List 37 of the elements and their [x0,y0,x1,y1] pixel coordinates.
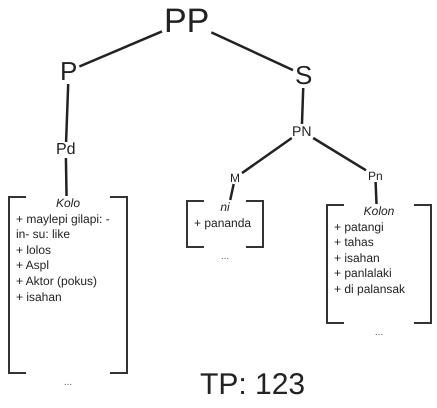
tree-node-label: PN [290,124,314,138]
tree-branch-line [64,84,70,142]
tree-branch-line [210,31,294,72]
list-item: + patangi [334,220,384,236]
tree-node-label: Pd [54,142,78,158]
bracket-box [186,200,264,248]
tree-node-label: P [58,58,80,84]
list-item: + isahan [334,250,380,266]
list-item: + Aspl [16,258,50,274]
list-item: + Aktor (pokus) [16,274,98,290]
tree-node-label: PP [162,4,212,38]
list-item: + isahan [16,290,62,306]
list-item: + lolos [16,242,52,258]
ellipsis-text: ... [62,378,74,388]
tree-branch-line [78,30,162,68]
tree-branch-line [229,184,235,200]
bracket-heading: Kolo [56,196,80,212]
tree-branch-line [241,136,292,174]
tree-branch-line [312,136,367,172]
bracket-box [326,204,432,324]
tree-branch-line [374,182,378,204]
bracket-heading: ni [220,200,230,216]
list-item: + pananda [194,216,252,232]
tree-branch-line [64,158,68,196]
bracket-heading: Kolon [364,204,394,220]
tree-node-label: S [293,62,314,88]
tree-node-label: M [228,172,242,184]
list-item: + panlalaki [334,266,392,282]
list-item: + tahas [334,235,374,251]
ellipsis-text: ... [220,252,230,262]
tree-branch-line [300,88,304,124]
ellipsis-text: ... [374,328,384,338]
total-points-label: TP: 123 [200,370,306,400]
list-item: + di palansak [334,282,406,298]
bracket-box [8,196,128,374]
list-item: + maylepi gilapi: -in- su: like [16,212,111,243]
tree-node-label: Pn [366,170,385,182]
